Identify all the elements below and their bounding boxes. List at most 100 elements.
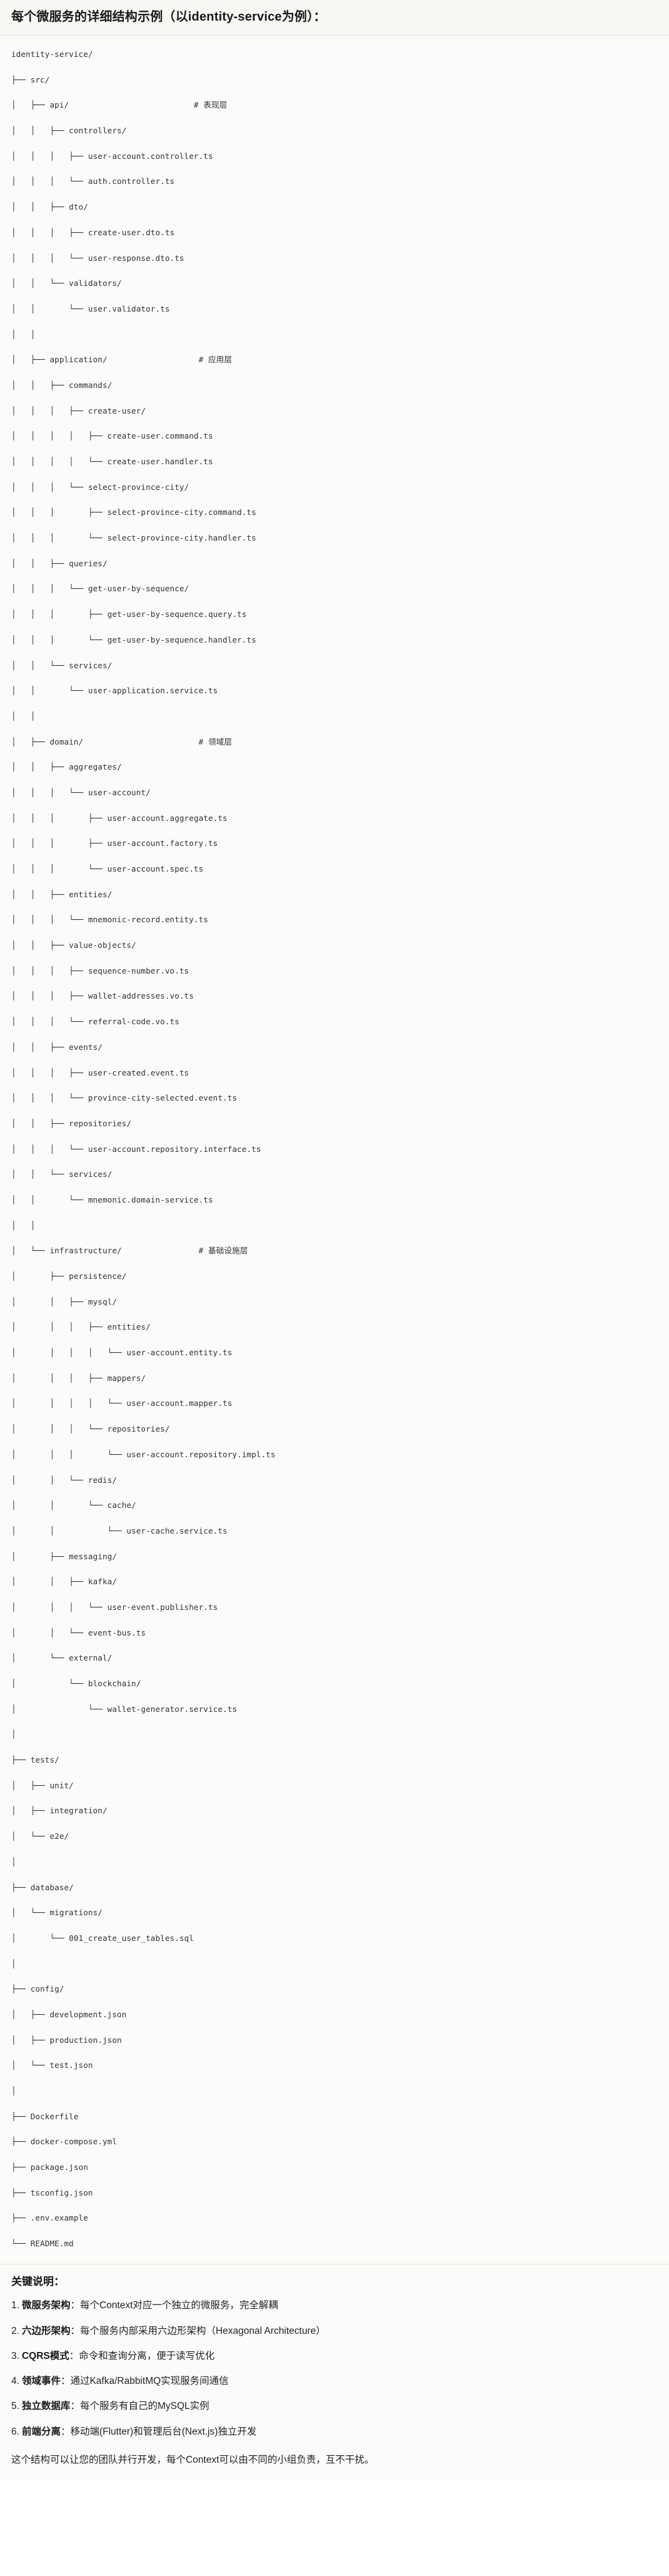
directory-tree-block: identity-service/ ├── src/ │ ├── api/ # …	[0, 36, 669, 2265]
key-point-term: 领域事件	[21, 2376, 61, 2387]
key-point-index: 3.	[11, 2350, 19, 2361]
key-points-title: 关键说明：	[11, 2276, 64, 2288]
key-point-index: 2.	[11, 2325, 19, 2336]
tree-line: │ │ │ ├── user-account.controller.ts	[11, 151, 213, 161]
tree-line: │ │ │ │ └── create-user.handler.ts	[11, 457, 213, 466]
tree-line: │ │	[11, 711, 36, 721]
tree-line: │ │ ├── events/	[11, 1042, 103, 1052]
tree-line: │ │ └── validators/	[11, 278, 122, 288]
tree-line-comment: # 应用层	[198, 355, 233, 365]
tree-line: │ ├── development.json	[11, 2009, 127, 2019]
tree-line: │ │ ├── dto/	[11, 202, 88, 212]
key-point-term: CQRS模式	[21, 2350, 69, 2361]
tree-line: │ ├── unit/	[11, 1780, 74, 1790]
key-point-body: CQRS模式：命令和查询分离，便于读写优化	[22, 2349, 658, 2363]
key-point-body: 独立数据库：每个服务有自己的MySQL实例	[22, 2399, 658, 2413]
tree-line: │ │ ├── repositories/	[11, 1118, 132, 1128]
tree-line: │	[11, 2086, 16, 2095]
tree-line: │ │ │ ├── create-user/	[11, 405, 146, 415]
tree-line: │ │ └── services/	[11, 660, 113, 670]
tree-line: │ │ └── mnemonic.domain-service.ts	[11, 1194, 213, 1204]
key-point-term: 前端分离	[21, 2426, 61, 2437]
key-point-item: 3.CQRS模式：命令和查询分离，便于读写优化	[11, 2349, 658, 2363]
key-point-separator: ：	[60, 2426, 71, 2437]
tree-line: └── README.md	[11, 2239, 74, 2249]
tree-line: │ │ │ ├── user-account.aggregate.ts	[11, 813, 228, 823]
tree-line: │ │ │ └── get-user-by-sequence/	[11, 584, 189, 594]
key-point-body: 领域事件：通过Kafka/RabbitMQ实现服务间通信	[22, 2374, 658, 2388]
tree-line: │ │ │ └── select-province-city/	[11, 482, 189, 492]
tree-line: │ └── infrastructure/ # 基础设施层	[11, 1246, 248, 1256]
page-title: 每个微服务的详细结构示例（以identity-service为例）：	[11, 10, 326, 24]
key-point-body: 前端分离：移动端(Flutter)和管理后台(Next.js)独立开发	[22, 2425, 658, 2439]
tree-line: │ │ └── user-application.service.ts	[11, 686, 218, 696]
tree-line: │ └── external/	[11, 1653, 113, 1663]
tree-line: │ │ │ └── get-user-by-sequence.handler.t…	[11, 634, 256, 644]
tree-line: │ │ │ │ └── user-account.entity.ts	[11, 1348, 233, 1358]
key-point-separator: ：	[70, 2325, 80, 2336]
tree-line: │ ├── production.json	[11, 2035, 122, 2045]
tree-line-comment: # 基础设施层	[198, 1246, 248, 1256]
directory-tree: identity-service/ ├── src/ │ ├── api/ # …	[11, 48, 658, 2250]
tree-line: │ │ │ └── select-province-city.handler.t…	[11, 533, 256, 543]
tree-line: │ │ └── cache/	[11, 1500, 136, 1510]
tree-line: │ │ │ ├── select-province-city.command.t…	[11, 507, 256, 517]
key-points-block: 关键说明： 1.微服务架构：每个Context对应一个独立的微服务，完全解耦 2.…	[0, 2264, 669, 2481]
tree-line: ├── database/	[11, 1882, 74, 1892]
tree-line: │	[11, 1958, 16, 1968]
tree-line: ├── docker-compose.yml	[11, 2137, 118, 2147]
tree-line: │ │ └── redis/	[11, 1475, 118, 1485]
tree-line: │ │ ├── value-objects/	[11, 940, 136, 950]
tree-line: │ │ │ └── user-account/	[11, 787, 151, 797]
tree-line: ├── package.json	[11, 2162, 88, 2172]
tree-line: │ │ └── services/	[11, 1169, 113, 1179]
tree-line: │ │ ├── commands/	[11, 380, 113, 390]
tree-line: │ │	[11, 329, 36, 339]
tree-line: │ │ │ └── user-event.publisher.ts	[11, 1602, 218, 1612]
tree-line: │ │ └── event-bus.ts	[11, 1627, 146, 1637]
tree-line: ├── config/	[11, 1984, 64, 1994]
key-point-item: 2.六边形架构：每个服务内部采用六边形架构（Hexagonal Architec…	[11, 2324, 658, 2338]
tree-line: │ │	[11, 1220, 36, 1230]
tree-line: │ │ │ ├── mappers/	[11, 1373, 146, 1383]
header-band: 每个微服务的详细结构示例（以identity-service为例）：	[0, 0, 669, 36]
tree-line: │ ├── persistence/	[11, 1271, 127, 1281]
key-point-index: 5.	[11, 2401, 19, 2412]
key-point-description: 命令和查询分离，便于读写优化	[79, 2350, 215, 2361]
tree-line: ├── tests/	[11, 1755, 59, 1765]
key-point-term: 独立数据库	[21, 2401, 71, 2412]
key-point-item: 1.微服务架构：每个Context对应一个独立的微服务，完全解耦	[11, 2298, 658, 2313]
tree-line: │ │ ├── entities/	[11, 889, 113, 899]
tree-line: │ │ │ └── user-account.repository.impl.t…	[11, 1449, 276, 1459]
tree-line: │ │ ├── aggregates/	[11, 762, 122, 772]
page-root: 每个微服务的详细结构示例（以identity-service为例）： ident…	[0, 0, 669, 2481]
tree-line: │ │ │ ├── user-created.event.ts	[11, 1067, 189, 1077]
tree-line: │ └── test.json	[11, 2060, 93, 2070]
tree-line: │ ├── integration/	[11, 1806, 108, 1816]
tree-line: ├── tsconfig.json	[11, 2187, 93, 2197]
tree-line: │ │ │ └── repositories/	[11, 1424, 170, 1434]
tree-line: │ │ │ │ └── user-account.mapper.ts	[11, 1398, 233, 1408]
tree-line: │ │ │ └── user-account.repository.interf…	[11, 1144, 261, 1154]
tree-line: │ │ └── user.validator.ts	[11, 303, 170, 313]
tree-line: │ │ ├── kafka/	[11, 1577, 118, 1587]
key-point-item: 6.前端分离：移动端(Flutter)和管理后台(Next.js)独立开发	[11, 2425, 658, 2439]
key-point-description: 通过Kafka/RabbitMQ实现服务间通信	[70, 2376, 229, 2387]
tree-line: │ │ ├── queries/	[11, 558, 108, 568]
tree-line: │ │ │ └── referral-code.vo.ts	[11, 1017, 179, 1027]
tree-line: │ ├── messaging/	[11, 1551, 118, 1561]
key-point-separator: ：	[60, 2376, 71, 2387]
tree-line: │	[11, 1729, 16, 1739]
tree-line: │ │ └── user-cache.service.ts	[11, 1525, 228, 1535]
tree-line: │ │ ├── mysql/	[11, 1296, 118, 1306]
tree-line: │ │ │ ├── create-user.dto.ts	[11, 227, 175, 237]
tree-line: │ │ │ ├── wallet-addresses.vo.ts	[11, 991, 194, 1001]
tree-line: │ └── blockchain/	[11, 1679, 141, 1688]
key-point-term: 六边形架构	[21, 2325, 71, 2336]
key-point-separator: ：	[70, 2300, 80, 2311]
tree-line: │ │ │ └── user-account.spec.ts	[11, 864, 204, 873]
key-point-item: 5.独立数据库：每个服务有自己的MySQL实例	[11, 2399, 658, 2413]
tree-line: identity-service/	[11, 49, 93, 59]
closing-paragraph: 这个结构可以让您的团队并行开发，每个Context可以由不同的小组负责，互不干扰…	[11, 2454, 375, 2465]
